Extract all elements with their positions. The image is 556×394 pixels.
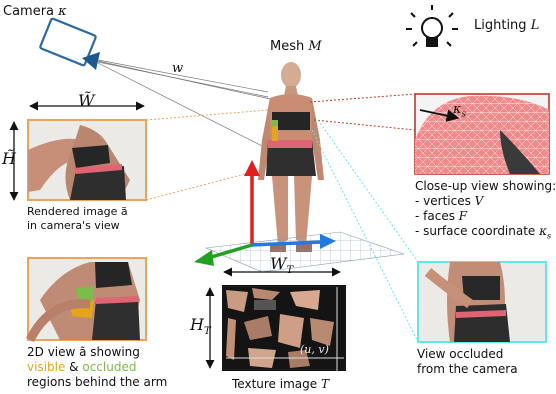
closeup-item3-text: - surface coordinate [415, 224, 535, 238]
texture-caption-symbol: T [321, 377, 329, 391]
closeup-mesh-view [415, 94, 549, 174]
closeup-kappa-label: κs [453, 103, 466, 122]
occluded-word: occluded [82, 360, 136, 374]
occluded-caption-line2: from the camera [417, 362, 518, 376]
texture-height-sub: T [204, 326, 211, 337]
closeup-kappa-letter: κ [453, 102, 462, 117]
closeup-item1-symbol: V [475, 194, 484, 208]
rendered-width-symbol: W̃ [78, 94, 94, 108]
rendered-caption-line1: Rendered image ã [27, 205, 128, 219]
axis-y-red-head [244, 160, 260, 176]
closeup-item-surface: - surface coordinate κs [415, 224, 551, 243]
projection-line [146, 170, 260, 200]
rendered-image [28, 120, 146, 200]
texture-height-symbol: HT [190, 318, 211, 339]
closeup-title: Close-up view showing: [415, 179, 556, 193]
texture-caption-text: Texture image [232, 377, 317, 391]
mesh-label: Mesh M [270, 40, 322, 54]
texture-height-letter: H [190, 315, 204, 334]
camera-icon [40, 18, 100, 70]
visible-word: visible [27, 360, 65, 374]
view-2d-image [28, 258, 146, 340]
view2d-caption-line2: visible & occluded [27, 360, 136, 374]
mesh-symbol: M [308, 39, 321, 54]
closeup-item1-text: - vertices [415, 194, 471, 208]
occluded-view-image [418, 262, 546, 342]
closeup-item-faces: - faces F [415, 209, 467, 223]
camera-label: Camera κ [3, 5, 67, 19]
amp-word: & [65, 360, 82, 374]
texture-width-letter: W [270, 254, 286, 273]
closeup-kappa-sub: s [462, 110, 467, 120]
closeup-item2-text: - faces [415, 209, 455, 223]
axis-z-green-head [194, 250, 214, 266]
human-mesh-figure [258, 62, 324, 252]
camera-symbol: κ [58, 4, 67, 19]
texture-image [222, 285, 346, 371]
closeup-item3-symbol: κ [539, 224, 547, 238]
ray-label: w [172, 62, 183, 76]
texture-width-sub: T [286, 265, 293, 276]
closeup-link [314, 120, 415, 130]
lighting-label: Lighting L [474, 19, 539, 33]
rendered-height-symbol: H̃ [2, 152, 16, 166]
texture-uv-label: (u, v) [300, 343, 329, 357]
lighting-label-text: Lighting [474, 18, 527, 33]
projection-line [146, 110, 268, 120]
texture-width-symbol: WT [270, 257, 293, 278]
view2d-caption-line1: 2D view ã showing [27, 345, 140, 359]
lighting-symbol: L [531, 18, 540, 33]
mesh-label-text: Mesh [270, 39, 304, 54]
camera-label-text: Camera [3, 4, 54, 19]
ground-grid [206, 232, 404, 272]
occluded-caption-line1: View occluded [417, 347, 503, 361]
texture-caption: Texture image T [232, 377, 329, 391]
closeup-link [310, 94, 415, 102]
closeup-item2-symbol: F [459, 209, 467, 223]
light-bulb-icon [406, 5, 458, 46]
closeup-item-vertices: - vertices V [415, 194, 483, 208]
view2d-caption-line3: regions behind the arm [27, 375, 167, 389]
rendered-caption-line2: in camera's view [27, 219, 120, 233]
closeup-item3-sub: s [547, 231, 551, 240]
